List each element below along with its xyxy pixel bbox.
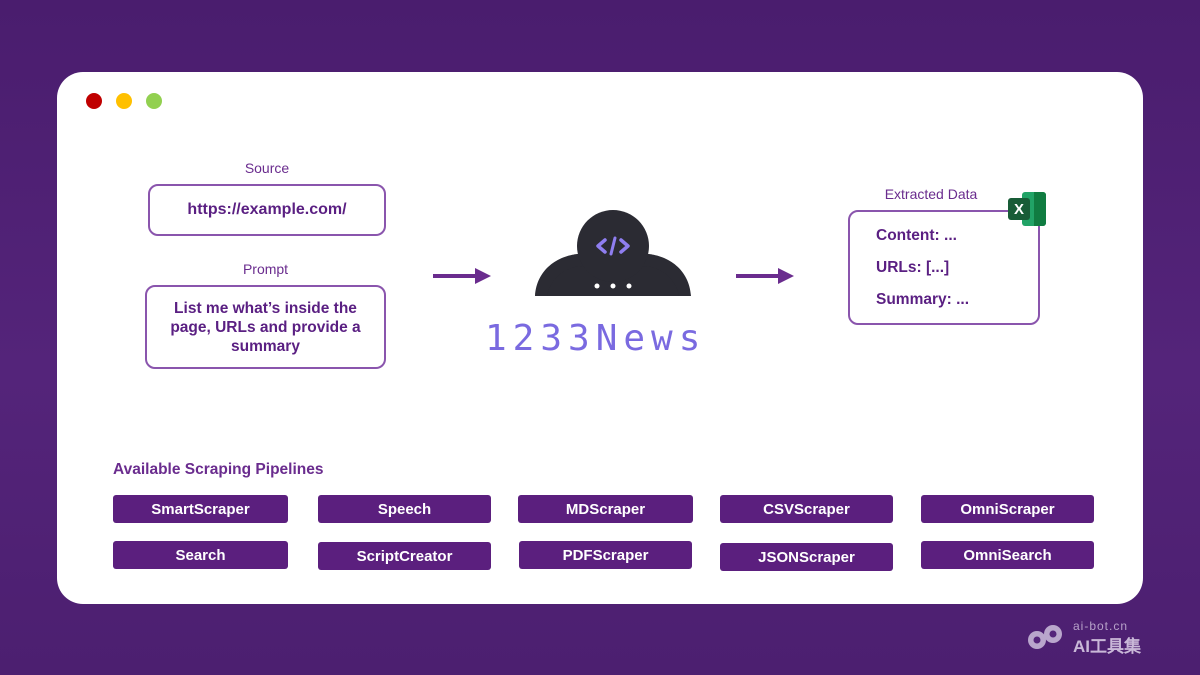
octopus-logo-icon	[535, 210, 691, 296]
extracted-data-box: Content: ... URLs: [...] Summary: ...	[848, 210, 1040, 325]
extracted-data-label: Extracted Data	[884, 186, 978, 202]
brand-name: 1233News	[485, 318, 707, 359]
watermark-domain: ai-bot.cn	[1073, 619, 1129, 633]
minimize-window-dot[interactable]	[116, 93, 132, 109]
input-arrow-icon	[433, 268, 491, 284]
extracted-line-summary: Summary: ...	[876, 290, 970, 308]
close-window-dot[interactable]	[86, 93, 102, 109]
watermark-logo-icon	[1028, 625, 1062, 649]
excel-icon: X	[1008, 192, 1048, 226]
main-card: Source https://example.com/ Prompt List …	[57, 72, 1143, 604]
pipeline-mdscraper[interactable]: MDScraper	[518, 495, 693, 523]
pipeline-csvscraper[interactable]: CSVScraper	[720, 495, 893, 523]
extracted-line-urls: URLs: [...]	[876, 258, 950, 276]
output-arrow-icon	[736, 268, 794, 284]
source-url-box[interactable]: https://example.com/	[148, 184, 386, 236]
excel-letter: X	[1008, 198, 1030, 220]
pipeline-scriptcreator[interactable]: ScriptCreator	[318, 542, 491, 570]
pipeline-omnisearch[interactable]: OmniSearch	[921, 541, 1094, 569]
pipeline-jsonscraper[interactable]: JSONScraper	[720, 543, 893, 571]
pipeline-omniscraper[interactable]: OmniScraper	[921, 495, 1094, 523]
watermark-title: AI工具集	[1073, 637, 1141, 656]
watermark: ai-bot.cn AI工具集	[1025, 619, 1155, 656]
prompt-box[interactable]: List me what’s inside the page, URLs and…	[145, 285, 386, 369]
pipeline-smartscraper[interactable]: SmartScraper	[113, 495, 288, 523]
pipeline-speech[interactable]: Speech	[318, 495, 491, 523]
pipeline-search[interactable]: Search	[113, 541, 288, 569]
zoom-window-dot[interactable]	[146, 93, 162, 109]
prompt-label: Prompt	[242, 261, 289, 277]
extracted-line-content: Content: ...	[876, 226, 957, 244]
pipeline-pdfscraper[interactable]: PDFScraper	[519, 541, 692, 569]
source-label: Source	[244, 160, 290, 176]
pipelines-title: Available Scraping Pipelines	[113, 461, 324, 478]
